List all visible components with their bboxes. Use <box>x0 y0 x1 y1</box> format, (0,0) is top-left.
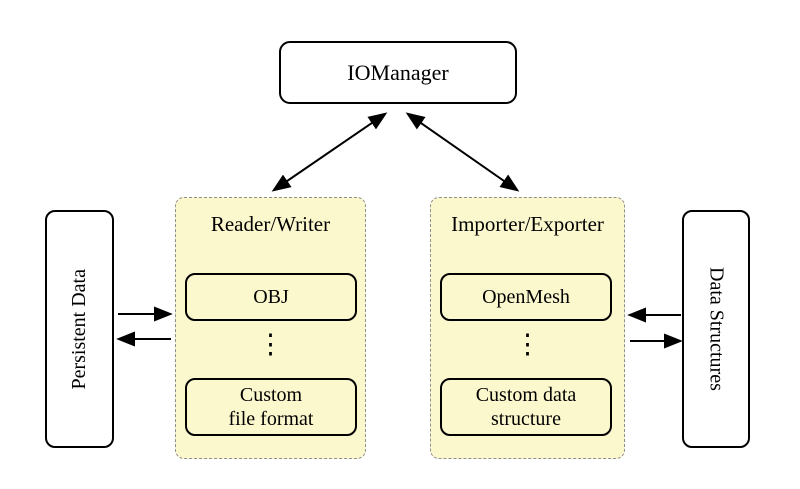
obj-node: OBJ <box>185 273 357 321</box>
data-structures-node: Data Structures <box>682 210 750 448</box>
importer-exporter-ellipsis: ⋮ <box>514 329 541 359</box>
persistent-data-node: Persistent Data <box>45 210 114 448</box>
reader-writer-ellipsis: ⋮ <box>257 329 284 359</box>
custom-file-format-label: Custom file format <box>228 383 314 430</box>
arrow-iomanager-readerwriter <box>271 112 388 192</box>
reader-writer-title: Reader/Writer <box>210 212 331 236</box>
importer-exporter-title: Importer/Exporter <box>451 212 604 236</box>
custom-file-format-node: Custom file format <box>185 378 357 436</box>
obj-label: OBJ <box>253 285 289 308</box>
persistent-data-label: Persistent Data <box>68 268 90 390</box>
reader-writer-panel: Reader/Writer OBJ ⋮ Custom file format <box>175 197 366 459</box>
iomanager-node: IOManager <box>279 41 517 104</box>
custom-data-structure-node: Custom data structure <box>440 378 612 436</box>
iomanager-label: IOManager <box>347 59 449 85</box>
openmesh-node: OpenMesh <box>440 273 612 321</box>
data-structures-label: Data Structures <box>705 267 728 391</box>
custom-data-structure-label: Custom data structure <box>475 383 577 430</box>
importer-exporter-panel: Importer/Exporter OpenMesh ⋮ Custom data… <box>430 197 625 459</box>
openmesh-label: OpenMesh <box>482 285 570 308</box>
arrow-iomanager-importerexporter <box>405 112 520 192</box>
